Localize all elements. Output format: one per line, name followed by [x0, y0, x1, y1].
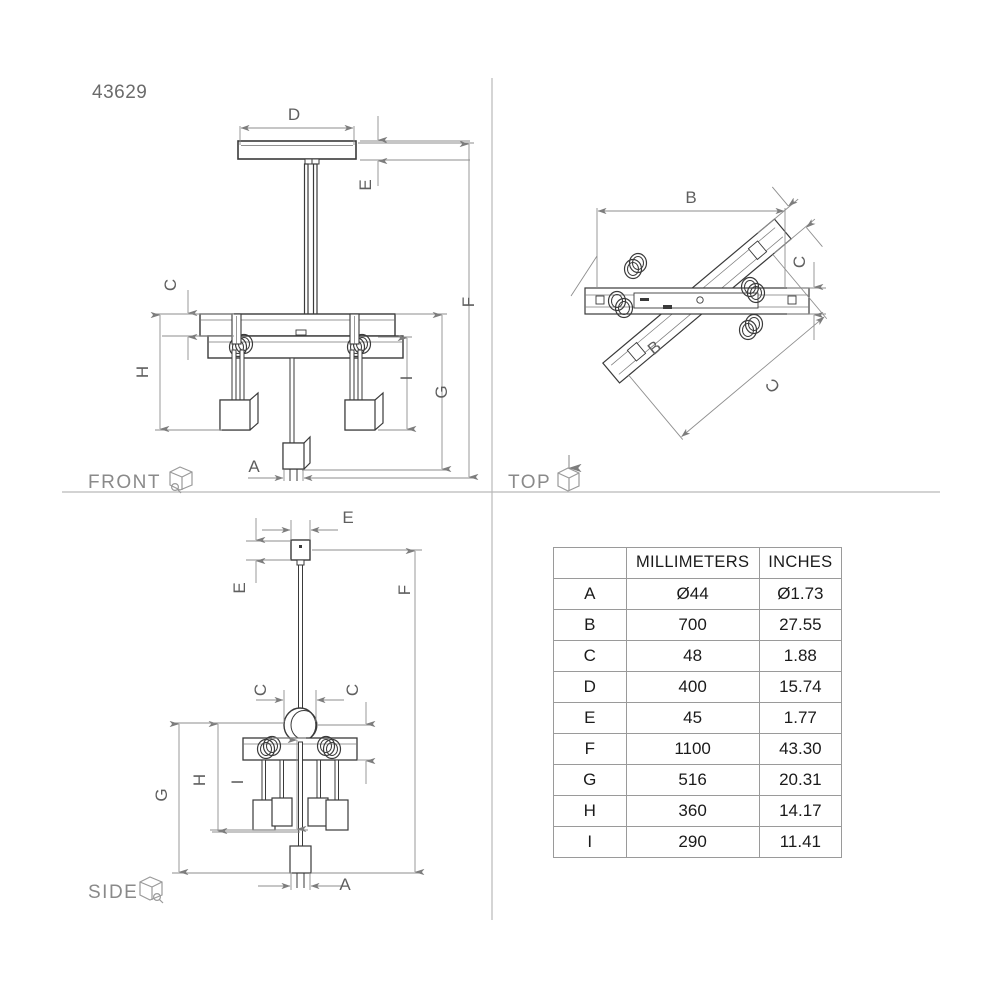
front-view-drawing: D E C H I G F A: [133, 105, 479, 482]
dim-key: B: [553, 609, 627, 641]
front-dim-label-H: H: [133, 366, 152, 378]
side-dimensions: [169, 518, 425, 890]
front-dim-label-D: D: [288, 105, 300, 124]
top-dim-label-C: C: [790, 256, 809, 268]
dim-in: Ø1.73: [758, 578, 843, 610]
dim-mm: 45: [625, 702, 760, 734]
side-view-drawing: E E C C F G H I A: [152, 508, 425, 894]
dim-in: 14.17: [758, 795, 843, 827]
dim-mm: 48: [625, 640, 760, 672]
sheet-dividers: [62, 78, 940, 920]
front-dimensions: [150, 116, 479, 482]
side-dim-label-H: H: [190, 774, 209, 786]
front-dim-label-G: G: [432, 385, 451, 398]
dim-mm: 1100: [625, 733, 760, 765]
part-number: 43629: [92, 82, 148, 103]
dim-in: 43.30: [758, 733, 843, 765]
dim-key: F: [553, 733, 627, 765]
view-label-side: SIDE: [88, 882, 139, 903]
dim-in: 1.77: [758, 702, 843, 734]
front-dim-label-F: F: [459, 297, 478, 307]
top-dimensions: [570, 186, 828, 440]
dim-in: 11.41: [758, 826, 843, 858]
side-dim-label-E-h: E: [342, 508, 353, 527]
side-dim-label-C-right: C: [343, 684, 362, 696]
suspension-rods-front: [303, 163, 318, 324]
side-dim-label-F: F: [395, 585, 414, 595]
lamp-right-front: [344, 313, 384, 431]
table-header-key: [553, 547, 627, 579]
top-dim-label-C2: C: [762, 375, 784, 397]
view-label-front: FRONT: [88, 472, 161, 493]
dim-in: 27.55: [758, 609, 843, 641]
dim-key: H: [553, 795, 627, 827]
table-header-inch: INCHES: [758, 547, 843, 579]
lamp-center-front: [282, 357, 311, 481]
front-dim-label-C: C: [161, 279, 180, 291]
dim-mm: 290: [625, 826, 760, 858]
side-hub: [283, 707, 318, 743]
cube-front-icon: [169, 466, 193, 494]
dim-key: G: [553, 764, 627, 796]
front-dim-label-E: E: [356, 179, 375, 190]
side-dim-label-E-v: E: [230, 582, 249, 593]
side-dim-label-A: A: [339, 875, 351, 894]
dim-mm: 360: [625, 795, 760, 827]
canopy-plate-front: [237, 140, 357, 165]
top-view-drawing: B C B C: [570, 186, 828, 440]
front-dim-label-A: A: [248, 457, 260, 476]
dim-key: E: [553, 702, 627, 734]
cube-top-icon: [557, 455, 582, 492]
dim-in: 15.74: [758, 671, 843, 703]
dim-key: C: [553, 640, 627, 672]
dim-mm: 400: [625, 671, 760, 703]
view-label-top: TOP: [508, 472, 552, 493]
front-dim-label-I: I: [397, 376, 416, 381]
dim-mm: Ø44: [625, 578, 760, 610]
dim-mm: 516: [625, 764, 760, 796]
side-dim-label-I: I: [228, 780, 247, 785]
dim-key: A: [553, 578, 627, 610]
dim-mm: 700: [625, 609, 760, 641]
table-header-mm: MILLIMETERS: [625, 547, 760, 579]
side-dim-label-C-left: C: [251, 684, 270, 696]
top-dim-label-B: B: [685, 188, 696, 207]
side-dim-label-G: G: [152, 788, 171, 801]
dim-in: 20.31: [758, 764, 843, 796]
cube-side-icon: [139, 876, 164, 904]
dim-key: I: [553, 826, 627, 858]
dim-key: D: [553, 671, 627, 703]
side-lamps: [252, 741, 349, 888]
canopy-side: [290, 539, 311, 726]
dim-in: 1.88: [758, 640, 843, 672]
lamp-left-front: [219, 313, 259, 431]
table-header-row: MILLIMETERS INCHES: [553, 547, 843, 579]
